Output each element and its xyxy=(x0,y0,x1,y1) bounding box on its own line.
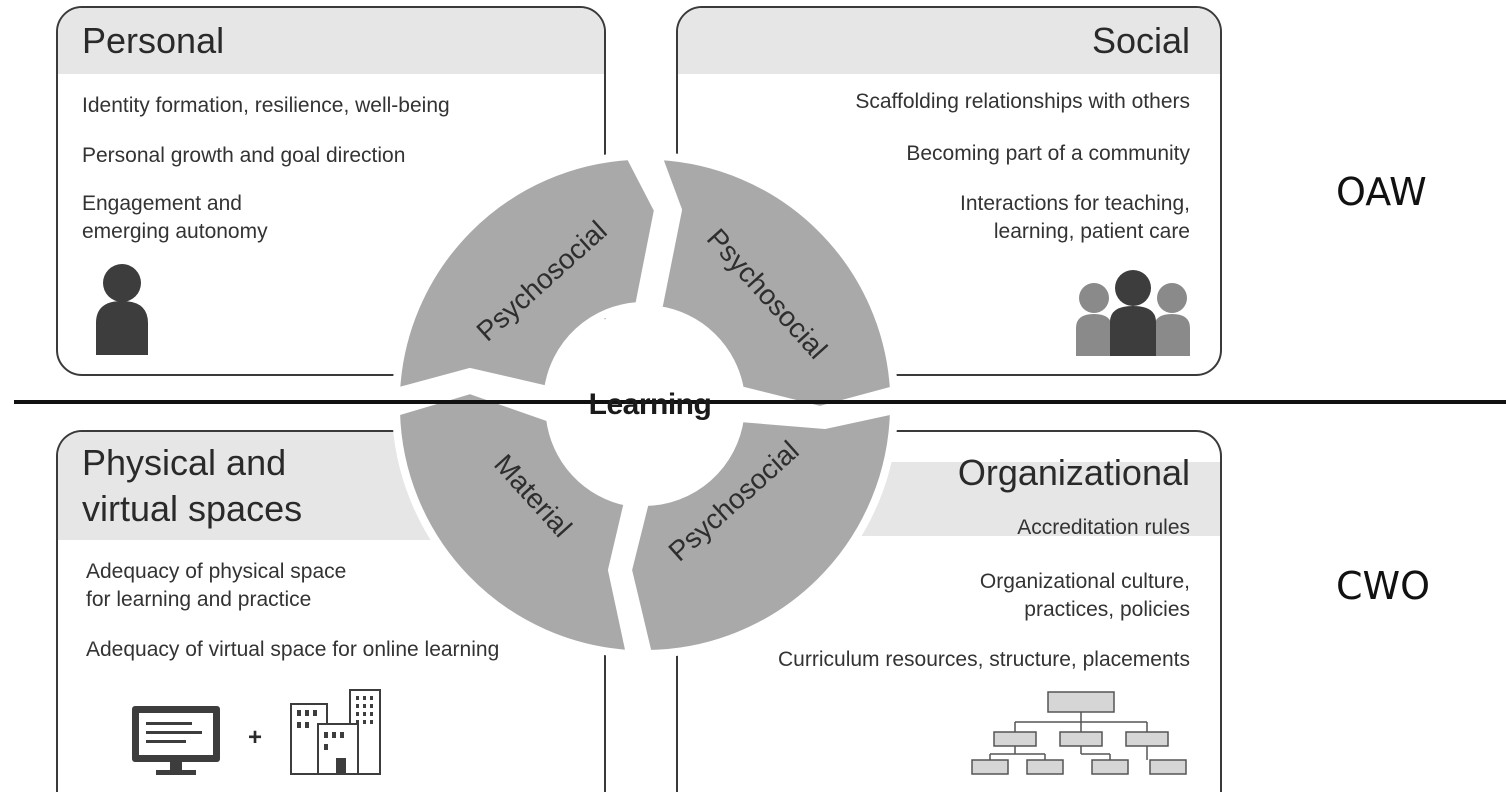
social-item-3b: learning, patient care xyxy=(993,220,1190,243)
org-item-2b: practices, policies xyxy=(1024,598,1190,621)
physical-title-line-1: Physical and xyxy=(82,442,287,483)
social-panel-header xyxy=(678,8,1220,74)
personal-panel-header xyxy=(58,8,604,74)
personal-item-3b: emerging autonomy xyxy=(82,220,268,243)
wheel-segment-top-right xyxy=(654,152,898,414)
org-chart-icon xyxy=(971,691,1187,775)
personal-item-3a: Engagement and xyxy=(82,192,242,215)
computer-monitor-icon xyxy=(132,706,220,775)
physical-item-2: Adequacy of virtual space for online lea… xyxy=(86,638,500,661)
wheel-center-label: Learning xyxy=(588,388,712,421)
personal-item-2: Personal growth and goal direction xyxy=(82,144,406,167)
wheel-segment-bottom-right xyxy=(624,406,898,658)
org-item-2a: Organizational culture, xyxy=(979,570,1190,593)
physical-title-line-2: virtual spaces xyxy=(82,488,303,529)
physical-item-1b: for learning and practice xyxy=(86,588,312,611)
wheel-segment-top-left xyxy=(392,152,662,396)
horizontal-divider xyxy=(14,400,1506,404)
social-title: Social xyxy=(1091,20,1190,61)
social-item-2: Becoming part of a community xyxy=(906,142,1190,165)
buildings-icon xyxy=(290,689,381,775)
personal-title: Personal xyxy=(82,20,225,61)
side-label-top: OAW xyxy=(1336,170,1427,214)
social-item-1: Scaffolding relationships with others xyxy=(855,90,1190,113)
org-item-3: Curriculum resources, structure, placeme… xyxy=(778,648,1190,671)
org-item-1: Accreditation rules xyxy=(1017,516,1190,539)
person-icon xyxy=(96,264,148,355)
organizational-title: Organizational xyxy=(957,452,1190,493)
wheel-segment-bottom-left xyxy=(392,386,634,658)
plus-sign: + xyxy=(248,724,263,751)
physical-item-1a: Adequacy of physical space xyxy=(86,560,347,583)
personal-item-1: Identity formation, resilience, well-bei… xyxy=(82,94,450,117)
learning-wheel: Psychosocial Psychosocial Psychosocial M… xyxy=(392,152,898,658)
side-label-bottom: CWO xyxy=(1336,564,1431,608)
group-icon xyxy=(1076,270,1190,356)
social-item-3a: Interactions for teaching, xyxy=(960,192,1190,215)
